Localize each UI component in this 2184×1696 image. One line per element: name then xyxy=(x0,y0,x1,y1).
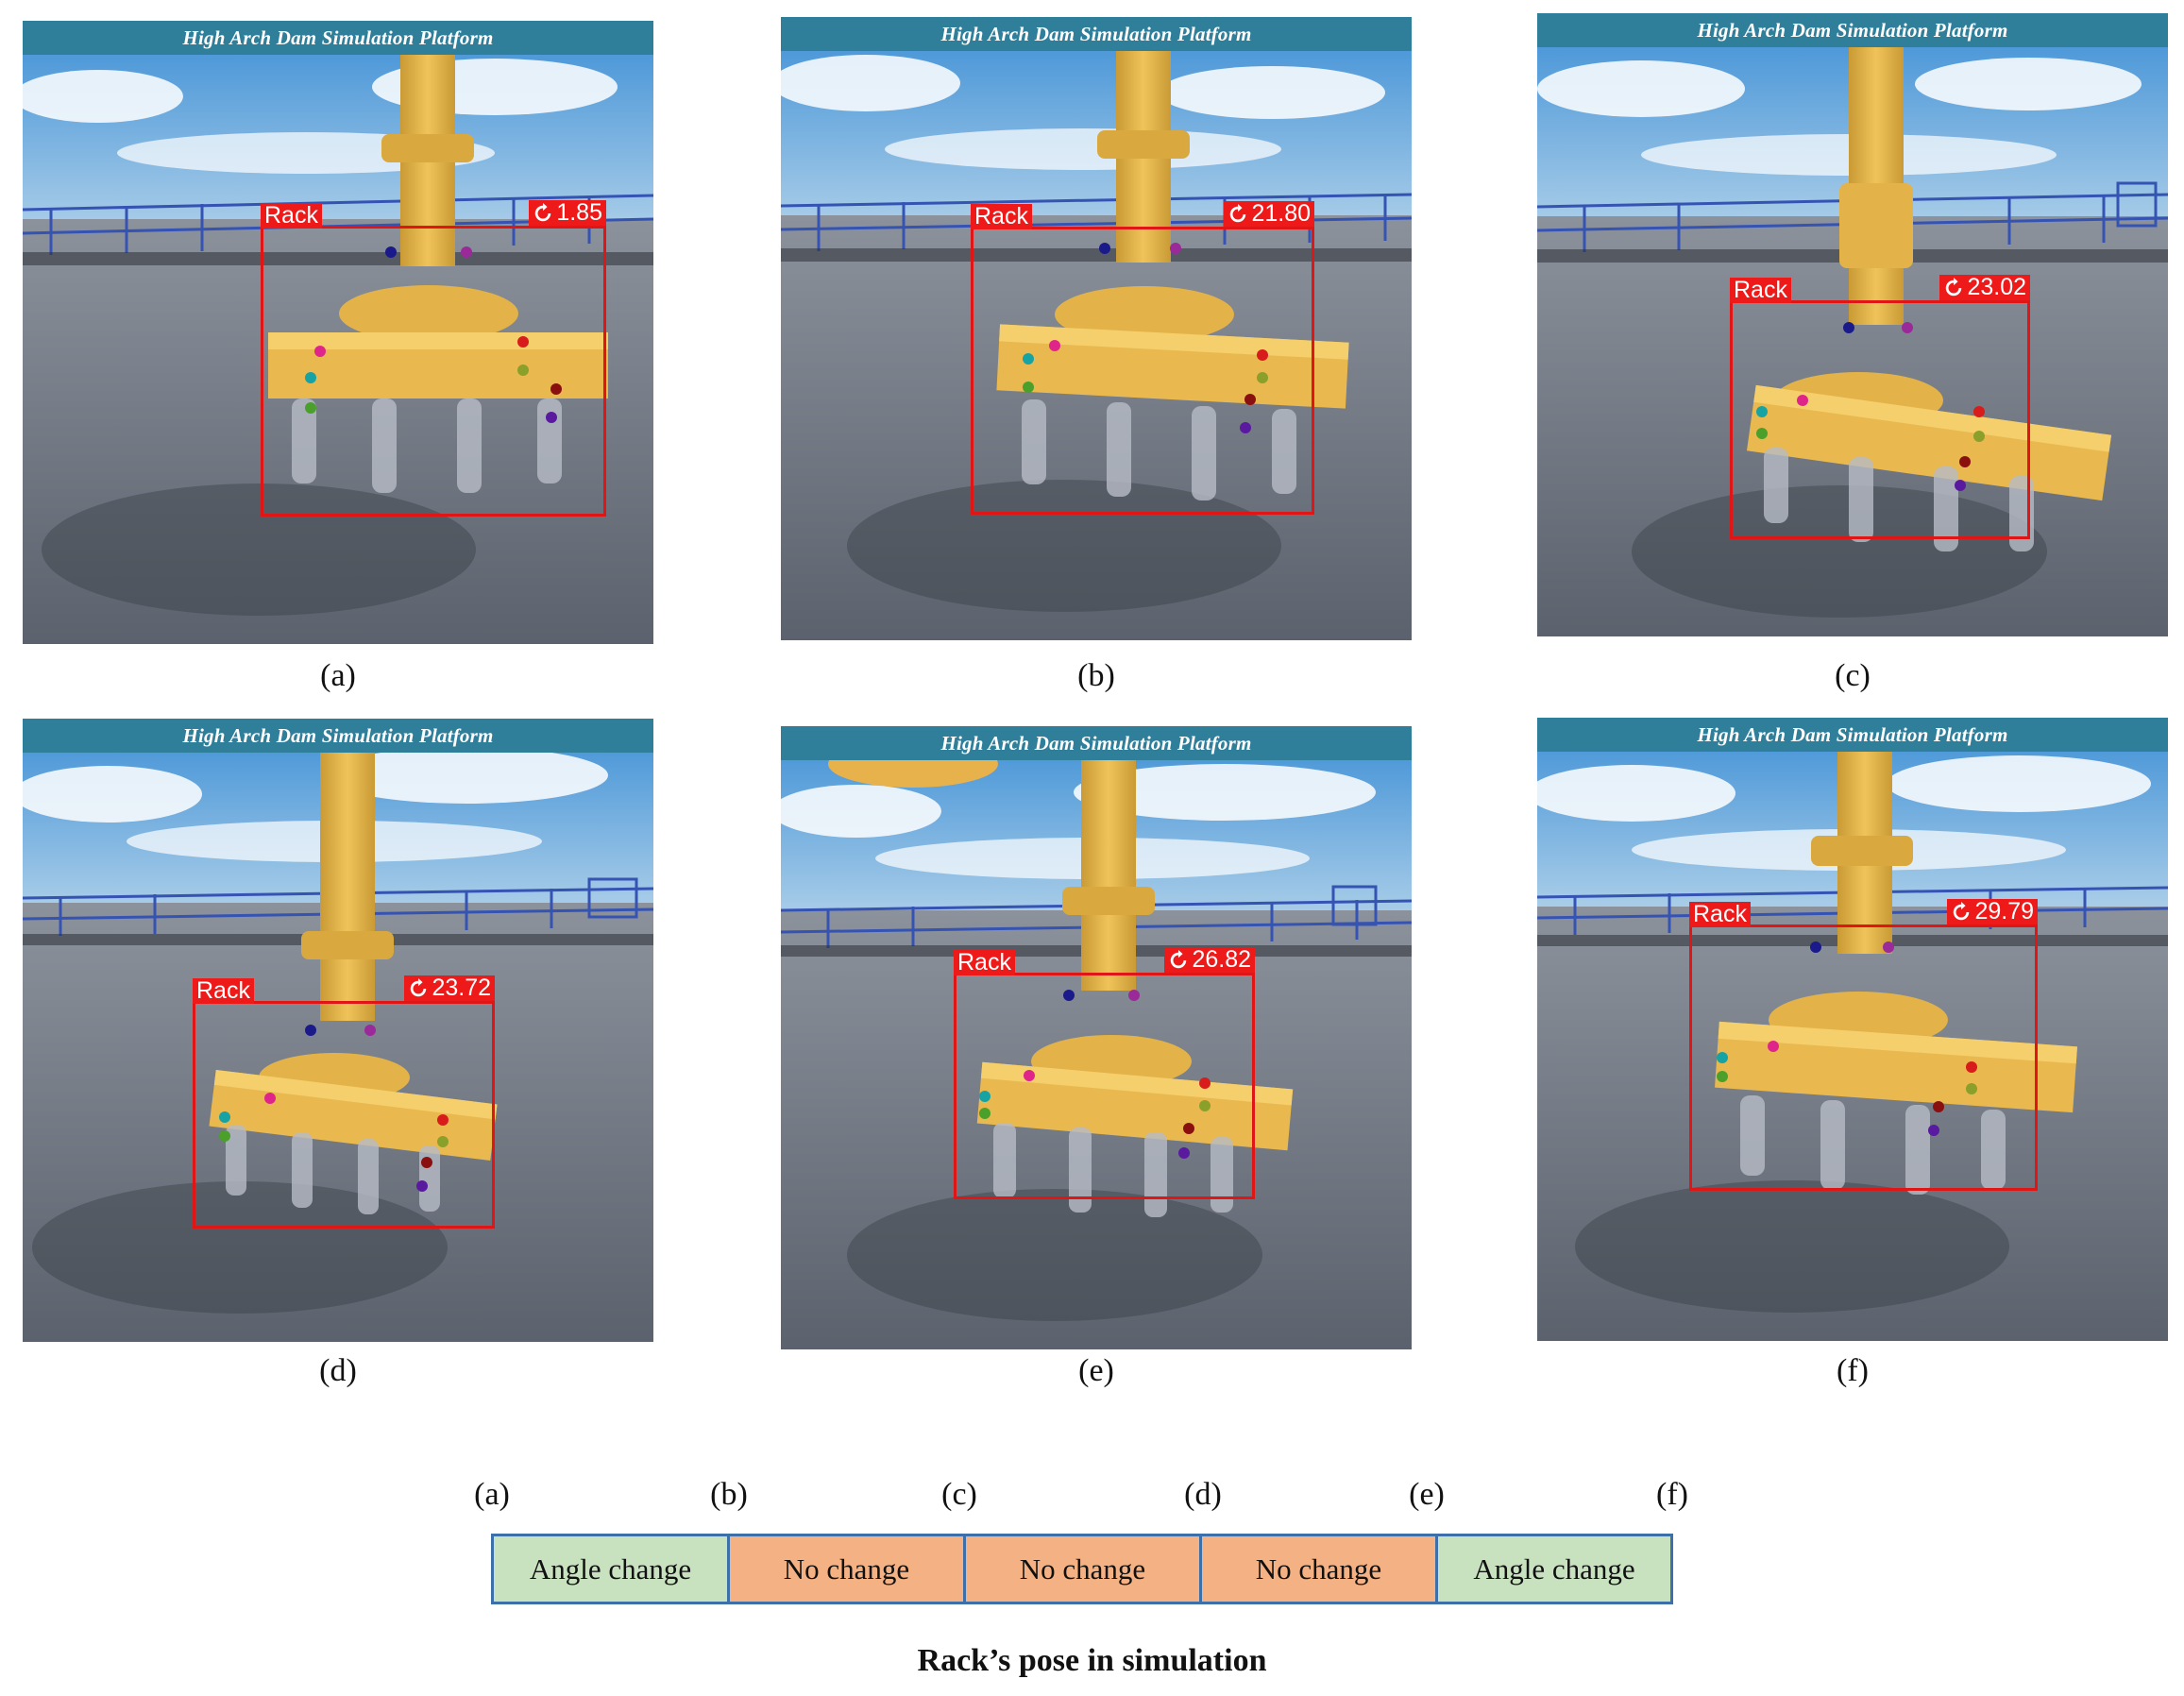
panel-a: High Arch Dam Simulation Platform Rack 1… xyxy=(23,21,653,693)
rack-bounding-box: Rack 23.72 xyxy=(193,975,495,1229)
platform-title: High Arch Dam Simulation Platform xyxy=(23,21,653,55)
rotate-icon xyxy=(1230,203,1246,222)
panel-caption: (f) xyxy=(1837,1353,1869,1388)
timeline-marker-f: (f) xyxy=(1656,1477,1688,1512)
angle-readout: 29.79 xyxy=(1947,899,2038,924)
panel-caption: (d) xyxy=(319,1353,357,1388)
angle-value: 21.80 xyxy=(1251,200,1311,227)
angle-readout: 23.02 xyxy=(1939,275,2030,300)
simulation-scene xyxy=(781,17,1412,640)
simulation-scene xyxy=(1537,13,2168,636)
rotate-icon xyxy=(1171,949,1187,968)
panel-caption: (e) xyxy=(1078,1353,1114,1388)
rack-bounding-box: Rack 1.85 xyxy=(261,200,606,517)
rotate-icon xyxy=(1954,901,1970,920)
panel-caption: (a) xyxy=(320,658,356,693)
angle-value: 23.72 xyxy=(432,975,491,1001)
rack-bounding-box: Rack 21.80 xyxy=(971,201,1314,515)
timeline-marker-c: (c) xyxy=(941,1477,977,1512)
simulation-view: High Arch Dam Simulation Platform Rack 2… xyxy=(1537,13,2168,636)
figure-title: Rack’s pose in simulation xyxy=(917,1643,1267,1678)
angle-readout: 21.80 xyxy=(1224,201,1314,227)
timeline-segment: Angle change xyxy=(491,1534,730,1604)
rack-bounding-box: Rack 23.02 xyxy=(1730,275,2030,539)
rack-label: Rack xyxy=(954,950,1015,975)
rack-label: Rack xyxy=(971,204,1032,229)
simulation-view: High Arch Dam Simulation Platform Rack 2… xyxy=(781,726,1412,1349)
timeline-segment: No change xyxy=(727,1534,966,1604)
rack-label: Rack xyxy=(1730,278,1791,303)
angle-readout: 1.85 xyxy=(529,200,606,226)
panel-caption: (c) xyxy=(1835,658,1871,693)
rack-label: Rack xyxy=(261,203,322,229)
platform-title: High Arch Dam Simulation Platform xyxy=(781,726,1412,760)
rack-label: Rack xyxy=(193,978,254,1004)
timeline-segment: Angle change xyxy=(1435,1534,1673,1604)
rotate-icon xyxy=(411,977,427,996)
timeline-marker-e: (e) xyxy=(1409,1477,1445,1512)
timeline-marker-d: (d) xyxy=(1184,1477,1222,1512)
angle-readout: 26.82 xyxy=(1164,947,1255,973)
platform-title: High Arch Dam Simulation Platform xyxy=(781,17,1412,51)
panel-f: High Arch Dam Simulation Platform Rack 2… xyxy=(1537,718,2168,1388)
timeline-segment: No change xyxy=(1199,1534,1438,1604)
angle-value: 26.82 xyxy=(1192,946,1251,973)
rotate-icon xyxy=(1946,277,1962,296)
platform-title: High Arch Dam Simulation Platform xyxy=(1537,13,2168,47)
angle-value: 23.02 xyxy=(1967,274,2026,300)
panel-d: High Arch Dam Simulation Platform Rack 2… xyxy=(23,719,653,1388)
timeline-marker-a: (a) xyxy=(474,1477,510,1512)
angle-value: 1.85 xyxy=(556,199,602,226)
angle-value: 29.79 xyxy=(1974,898,2034,924)
panel-e: High Arch Dam Simulation Platform Rack 2… xyxy=(781,726,1412,1388)
rotate-icon xyxy=(535,202,551,221)
panel-caption: (b) xyxy=(1077,658,1115,693)
simulation-view: High Arch Dam Simulation Platform Rack 1… xyxy=(23,21,653,644)
panel-b: High Arch Dam Simulation Platform Rack 2… xyxy=(781,17,1412,693)
platform-title: High Arch Dam Simulation Platform xyxy=(23,719,653,753)
rack-label: Rack xyxy=(1689,902,1751,927)
timeline-segment: No change xyxy=(963,1534,1202,1604)
simulation-view: High Arch Dam Simulation Platform Rack 2… xyxy=(1537,718,2168,1341)
panel-c: High Arch Dam Simulation Platform Rack 2… xyxy=(1537,13,2168,693)
timeline-marker-b: (b) xyxy=(710,1477,748,1512)
angle-readout: 23.72 xyxy=(404,975,495,1001)
rack-bounding-box: Rack 26.82 xyxy=(954,947,1255,1199)
platform-title: High Arch Dam Simulation Platform xyxy=(1537,718,2168,752)
rack-bounding-box: Rack 29.79 xyxy=(1689,899,2038,1191)
simulation-view: High Arch Dam Simulation Platform Rack 2… xyxy=(781,17,1412,640)
simulation-view: High Arch Dam Simulation Platform Rack 2… xyxy=(23,719,653,1342)
simulation-scene xyxy=(781,726,1412,1349)
